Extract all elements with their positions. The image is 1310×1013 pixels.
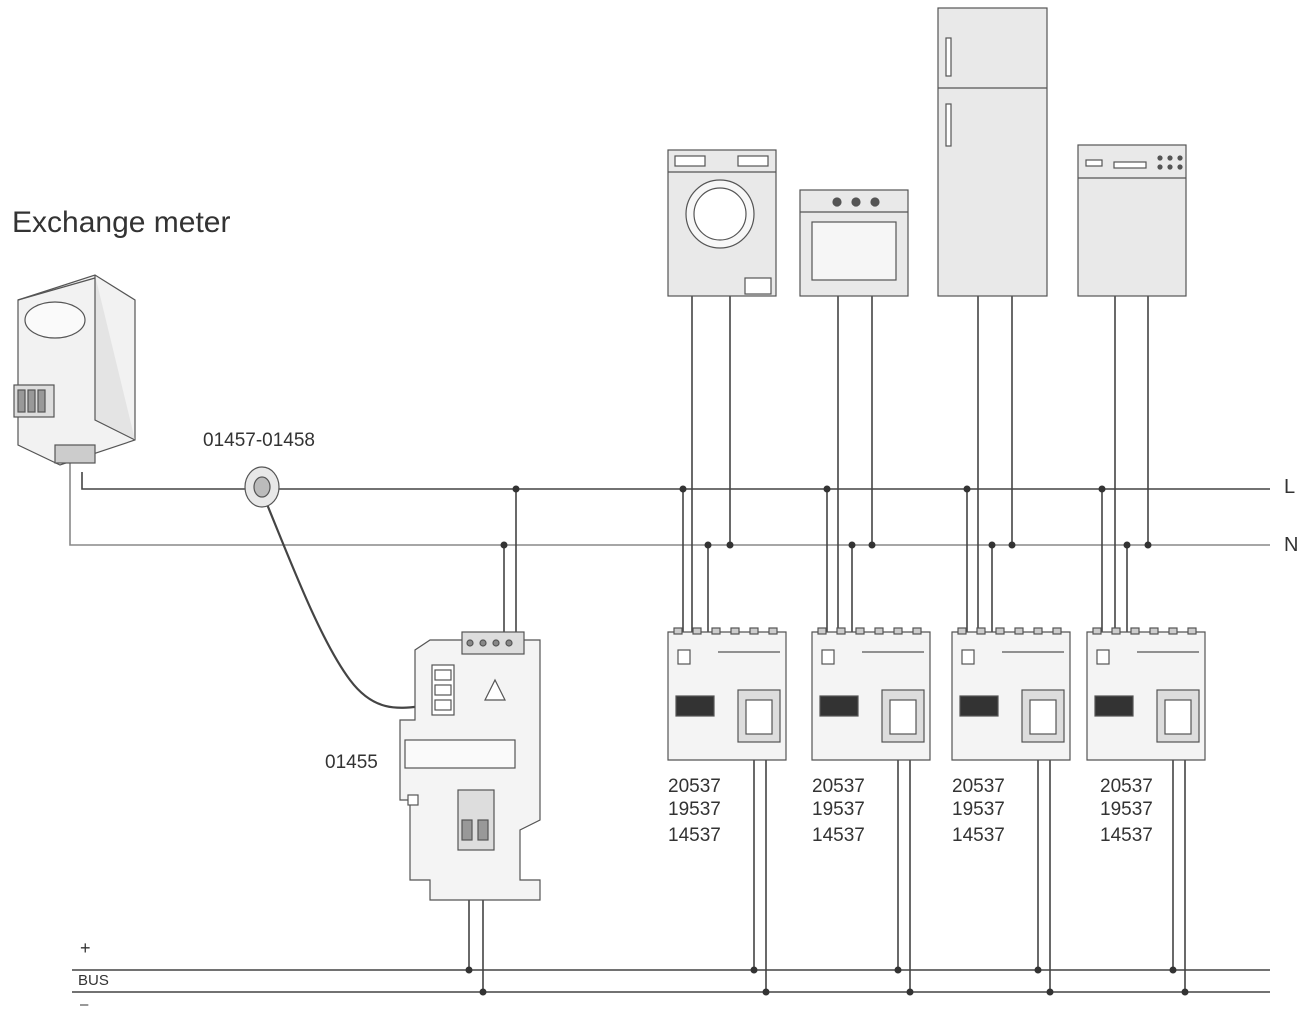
exchange-meter-icon — [13, 274, 136, 466]
bus-minus-label: – — [80, 996, 89, 1013]
actuator-code: 14537 — [668, 825, 721, 846]
bus-label: BUS — [78, 972, 109, 989]
actuator-code: 14537 — [1100, 825, 1153, 846]
line-l-label: L — [1284, 476, 1296, 498]
oven-icon — [799, 189, 909, 297]
energy-actuator-module — [811, 627, 931, 761]
current-sensor-icon — [244, 466, 280, 508]
actuator-codes: 20537 19537 14537 — [952, 775, 1005, 847]
control-unit-label: 01455 — [325, 752, 378, 773]
actuator-code: 19537 — [952, 799, 1005, 820]
actuator-code: 20537 — [952, 776, 1005, 797]
energy-actuator-module — [951, 627, 1071, 761]
energy-actuator-module — [667, 627, 787, 761]
refrigerator-icon — [937, 7, 1048, 297]
sensor-label: 01457-01458 — [203, 430, 315, 451]
washing-machine-icon — [667, 149, 777, 297]
actuator-codes: 20537 19537 14537 — [812, 775, 865, 847]
actuator-code: 14537 — [952, 825, 1005, 846]
actuator-codes: 20537 19537 14537 — [668, 775, 721, 847]
actuator-code: 19537 — [812, 799, 865, 820]
actuator-code: 20537 — [812, 776, 865, 797]
actuator-code: 19537 — [1100, 799, 1153, 820]
bus-plus-label: + — [80, 938, 91, 958]
line-n-label: N — [1284, 534, 1299, 556]
page-title: Exchange meter — [12, 206, 231, 239]
energy-actuator-module — [1086, 627, 1206, 761]
control-unit-icon — [399, 631, 541, 901]
actuator-code: 19537 — [668, 799, 721, 820]
actuator-codes: 20537 19537 14537 — [1100, 775, 1153, 847]
dishwasher-icon — [1077, 144, 1187, 297]
line-l — [81, 472, 1270, 490]
actuator-code: 14537 — [812, 825, 865, 846]
actuator-code: 20537 — [668, 776, 721, 797]
sensor-cable — [260, 491, 441, 709]
actuator-code: 20537 — [1100, 776, 1153, 797]
